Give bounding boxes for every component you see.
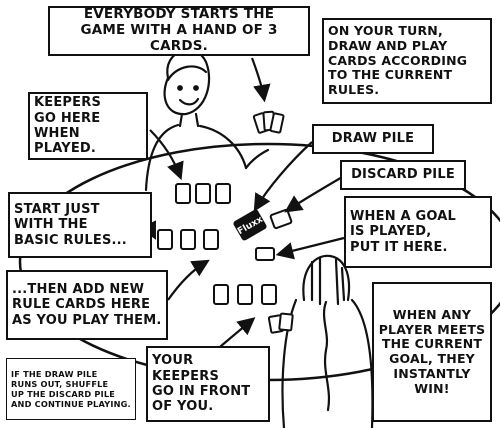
- new-rule-cards: [213, 284, 277, 305]
- arrow-new-rules: [167, 259, 210, 301]
- draw-pile-deck: Fluxx: [233, 209, 267, 241]
- discard-pile-card: [269, 208, 293, 230]
- arrow-hand: [250, 57, 271, 103]
- basic-rule-cards: [157, 229, 219, 250]
- arrow-goal: [275, 236, 345, 260]
- caption-discard-pile-text: Discard pile: [351, 167, 455, 183]
- callout-arrows: [140, 57, 345, 353]
- goal-card: [255, 247, 275, 261]
- arrow-draw-pile: [253, 141, 313, 212]
- caption-draw-pile-text: Draw pile: [331, 131, 415, 147]
- top-player: [144, 48, 270, 192]
- caption-keepers-here: Keepers go here when played.: [28, 92, 148, 160]
- caption-discard-pile: Discard pile: [340, 160, 466, 190]
- caption-your-turn-text: On your turn, draw and play cards accord…: [328, 23, 468, 98]
- arrow-discard-pile: [284, 175, 345, 213]
- caption-start-hand-text: Everybody starts the game with a hand of…: [80, 6, 278, 54]
- caption-basic-rules: Start just with the basic rules...: [8, 192, 152, 258]
- caption-draw-pile: Draw pile: [312, 124, 434, 154]
- hand-cards: [252, 110, 285, 134]
- arrow-keepers: [149, 129, 184, 181]
- note-draw-pile-out: If the draw pile runs out, shuffle up th…: [6, 358, 136, 420]
- caption-basic-rules-text: Start just with the basic rules...: [14, 202, 127, 248]
- caption-win: When any player meets the current goal, …: [372, 282, 492, 422]
- caption-start-hand: Everybody starts the game with a hand of…: [48, 6, 310, 56]
- caption-your-keepers: Your keepers go in front of you.: [146, 346, 270, 422]
- caption-new-rules: ...then add new rule cards here as you p…: [6, 270, 168, 340]
- caption-your-turn: On your turn, draw and play cards accord…: [322, 18, 492, 104]
- caption-new-rules-text: ...then add new rule cards here as you p…: [12, 282, 162, 328]
- caption-goal-played: When a goal is played, put it here.: [344, 196, 492, 268]
- caption-your-keepers-text: Your keepers go in front of you.: [152, 353, 251, 415]
- bottom-player: [281, 254, 374, 428]
- caption-goal-played-text: When a goal is played, put it here.: [350, 209, 457, 255]
- caption-keepers-here-text: Keepers go here when played.: [34, 95, 102, 157]
- caption-win-text: When any player meets the current goal, …: [378, 306, 486, 396]
- bottom-hand-cards: [267, 312, 294, 334]
- top-keeper-cards: [175, 183, 231, 204]
- note-draw-pile-out-text: If the draw pile runs out, shuffle up th…: [11, 368, 131, 410]
